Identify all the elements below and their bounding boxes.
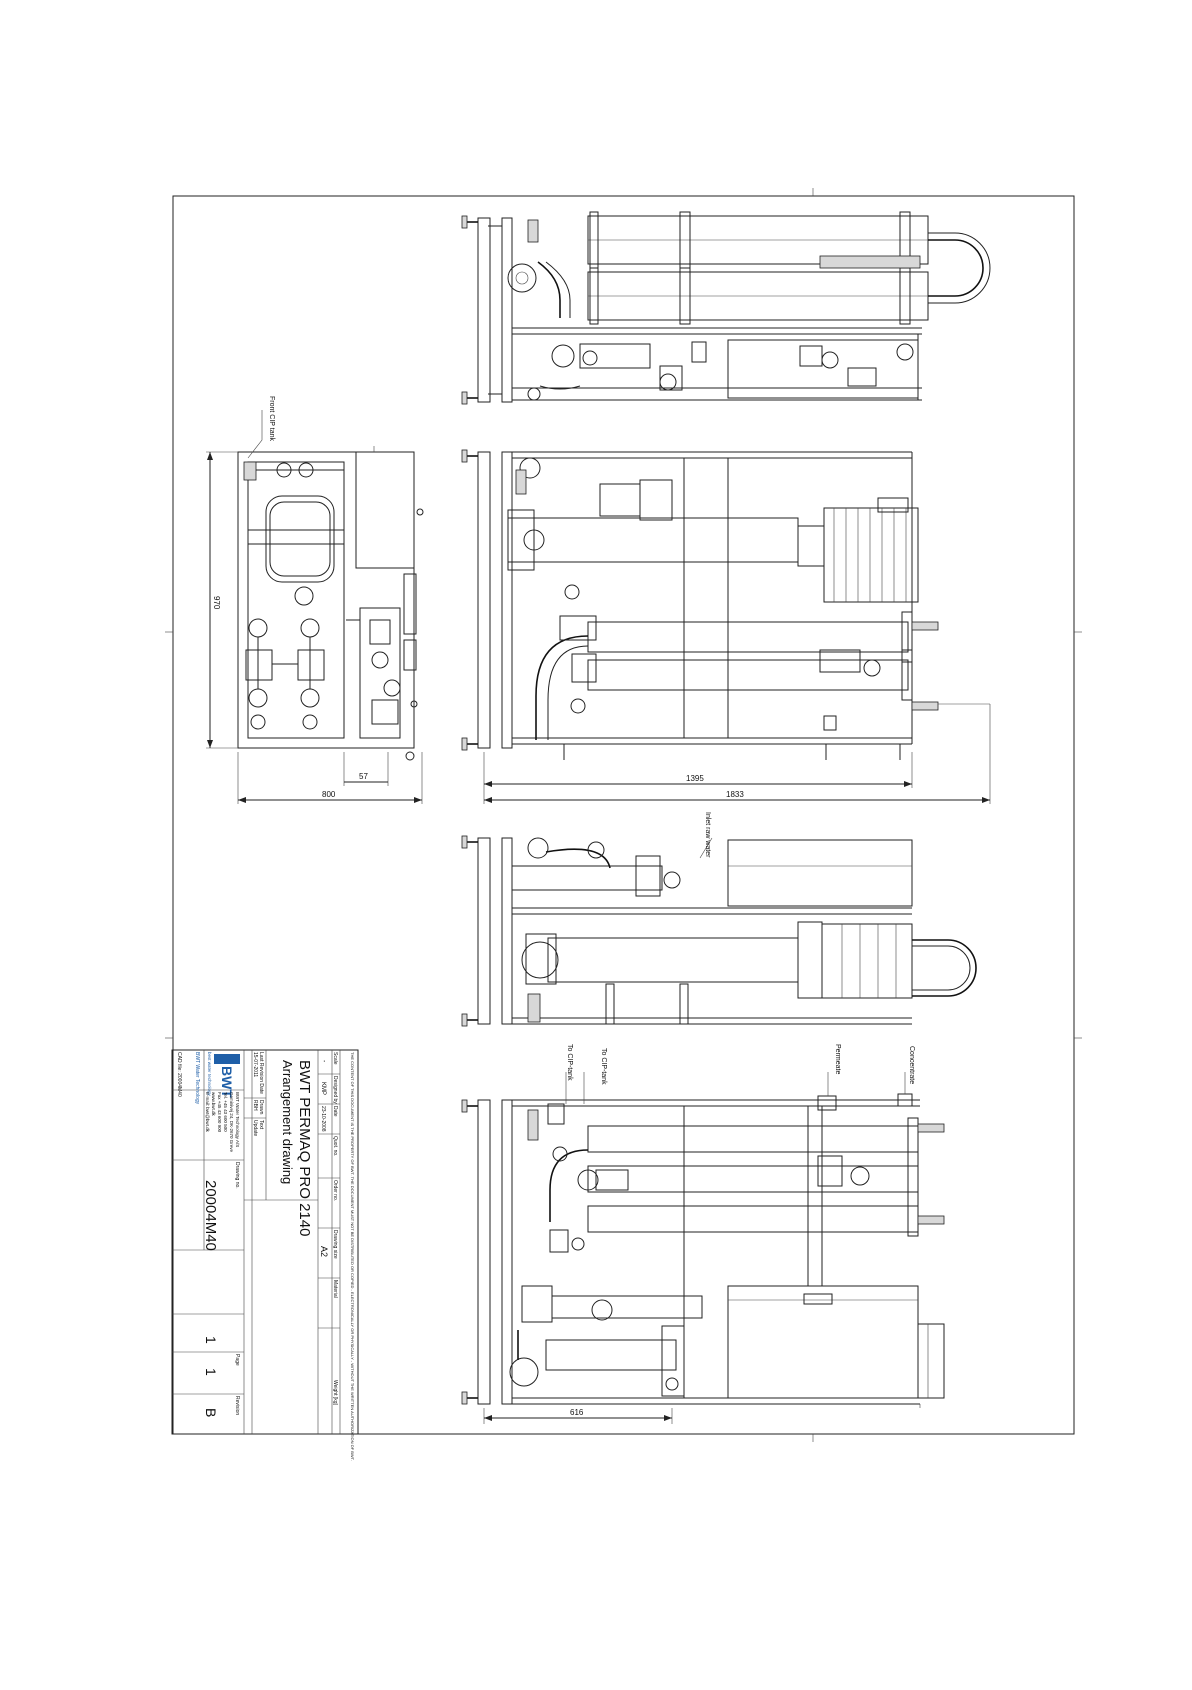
revision-header-drawn: Drawn xyxy=(258,1100,264,1115)
header-quot-no: Quot. no. xyxy=(332,1136,338,1157)
address-line-2: Geminivej 24, DK-2670 Greve xyxy=(229,1092,234,1153)
sheet-number: 1 xyxy=(203,1368,219,1376)
revision-letter: B xyxy=(203,1408,219,1417)
callout-to-cip-tank-2: To CIP-tank xyxy=(600,1048,607,1085)
revision-label: Revision xyxy=(234,1396,240,1415)
header-material: Material xyxy=(332,1280,338,1298)
bwt-strip: BWT Water Technology xyxy=(194,1052,200,1105)
revision-header-date: Last Revision Date xyxy=(258,1052,264,1094)
address-line-4: Fax +45 43 600 900 xyxy=(217,1092,222,1133)
drawing-frame xyxy=(172,195,1075,1435)
revision-value-drawn: RBH xyxy=(252,1100,258,1111)
header-scale: Scale xyxy=(332,1052,338,1065)
dimension-970: 970 xyxy=(212,596,221,610)
company-address: BWT Water Technology A/S Geminivej 24, D… xyxy=(205,1092,240,1153)
bwt-logo: BWT best water technology BWT Water Tech… xyxy=(194,1052,240,1105)
callout-concentrate: Concentrate xyxy=(908,1046,915,1084)
callout-to-cip-tank-1: To CIP-tank xyxy=(566,1044,573,1081)
header-weight: Weight [kg] xyxy=(332,1380,338,1406)
zone-marks xyxy=(165,188,1082,1442)
callout-inlet-raw-water: Inlet raw water xyxy=(704,812,711,858)
view-front-main xyxy=(461,449,991,804)
drawing-title: BWT PERMAQ PRO 2140 xyxy=(296,1060,313,1236)
revision-value-date: 15-07-2011 xyxy=(252,1052,258,1077)
header-order-no: Order no. xyxy=(332,1180,338,1201)
header-designed-by: Designed by xyxy=(332,1076,338,1104)
page-number: 1 xyxy=(203,1336,219,1344)
copyright-note: THE CONTENT OF THIS DOCUMENT IS THE PROP… xyxy=(350,1052,355,1461)
dimension-800: 800 xyxy=(322,790,336,799)
drawing-no-label: Drawing no. xyxy=(234,1162,240,1189)
dimension-1833: 1833 xyxy=(726,790,744,799)
revision-value-text: Update xyxy=(252,1120,258,1136)
view-side-top xyxy=(461,211,991,405)
revision-header-text: Text xyxy=(258,1120,264,1130)
value-date: 23-10-2008 xyxy=(320,1106,326,1132)
callout-permeate: Permeate xyxy=(834,1044,841,1074)
dimension-57: 57 xyxy=(359,772,368,781)
view-plan xyxy=(206,410,424,804)
dimension-1395: 1395 xyxy=(686,774,704,783)
bwt-logo-text: BWT xyxy=(219,1066,235,1098)
callout-front-cip-tank: Front CIP tank xyxy=(268,396,275,442)
title-block: THE CONTENT OF THIS DOCUMENT IS THE PROP… xyxy=(171,1049,359,1461)
value-scale: - xyxy=(320,1060,327,1063)
value-designed-by: KMP xyxy=(320,1082,326,1095)
value-drawing-size: A2 xyxy=(319,1246,329,1257)
page-label: Page xyxy=(234,1354,240,1366)
view-front-bottom xyxy=(461,1072,945,1424)
drawing-no: 20004M40 xyxy=(202,1180,219,1251)
dimension-616: 616 xyxy=(570,1408,584,1417)
header-date: Date xyxy=(332,1106,338,1117)
address-line-1: BWT Water Technology A/S xyxy=(235,1092,240,1147)
drawing-subtitle: Arrangement drawing xyxy=(280,1060,295,1184)
address-line-5: www.bwt.dk xyxy=(211,1092,216,1117)
view-side-bottom xyxy=(461,835,977,1027)
address-line-6: E-mail: bwt@bwt.dk xyxy=(205,1092,210,1133)
header-drawing-size: Drawing size xyxy=(332,1230,338,1259)
cad-file: CAD file: 20004M40 xyxy=(176,1052,182,1097)
address-line-3: Tel. +45 43 600 500 xyxy=(223,1092,228,1132)
bwt-tagline: best water technology xyxy=(207,1052,212,1097)
